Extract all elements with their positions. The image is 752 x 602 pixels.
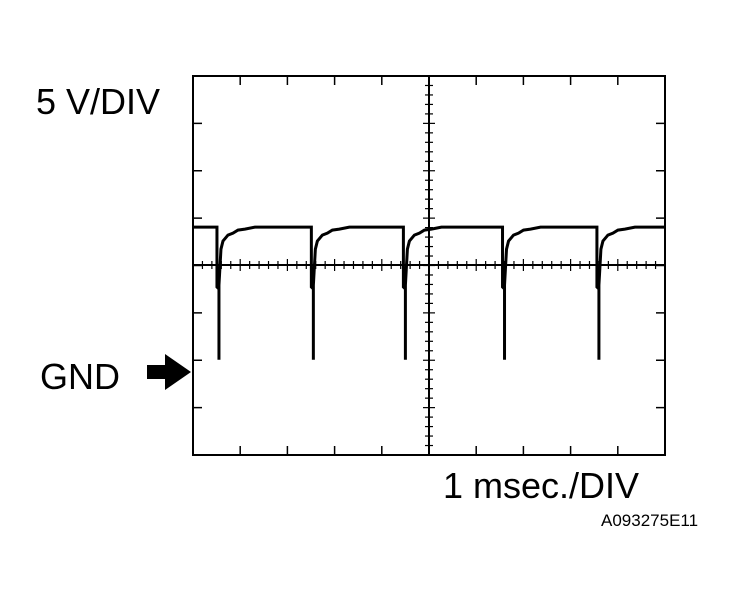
- voltage-scale-label: 5 V/DIV: [36, 81, 161, 122]
- reference-code: A093275E11: [601, 511, 699, 530]
- waveform-trace: [193, 225, 665, 360]
- time-scale-label: 1 msec./DIV: [443, 465, 640, 506]
- ground-label: GND: [40, 356, 120, 397]
- arrow-right-icon: [147, 354, 191, 390]
- axis-ticks: [192, 75, 666, 456]
